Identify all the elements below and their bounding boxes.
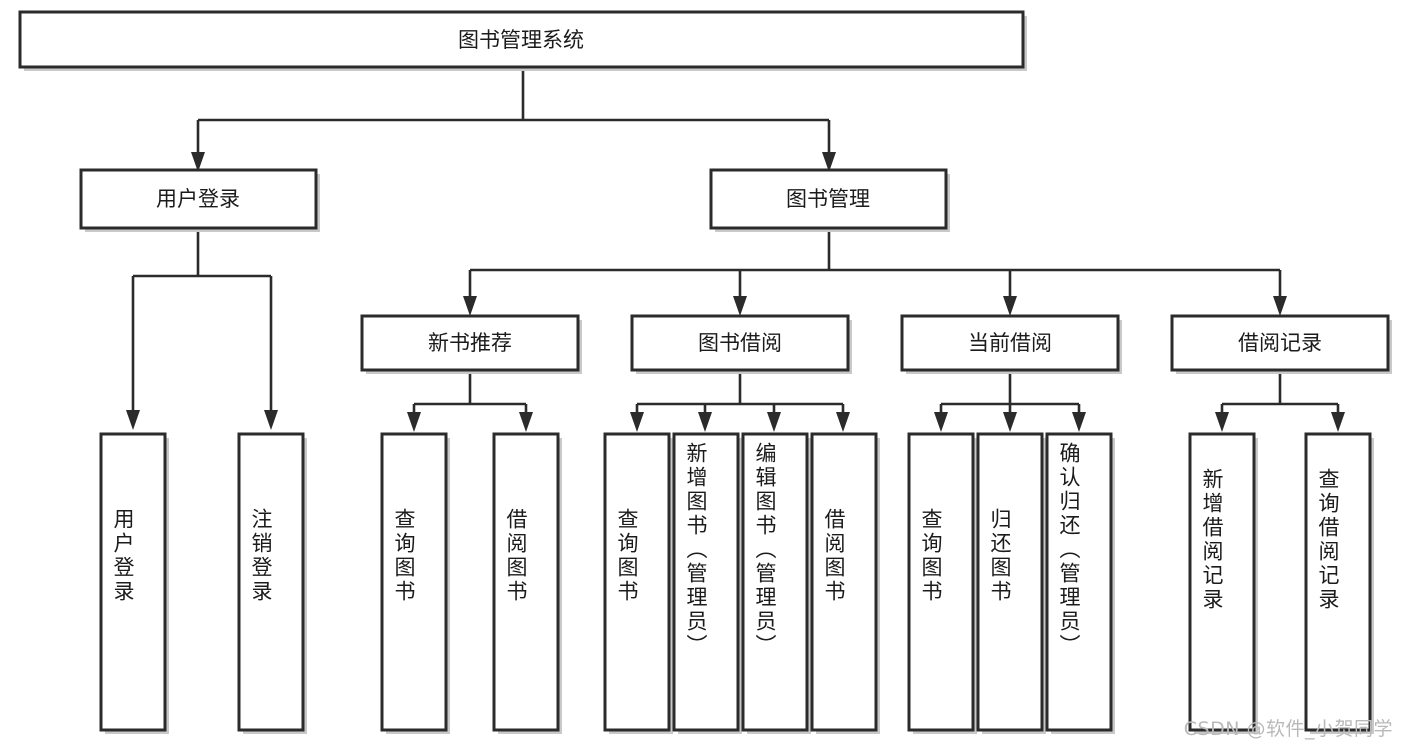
csdn-watermark: CSDN @软件_小贺同学 — [1183, 718, 1393, 740]
node-new-book-recommend[interactable]: 新书推荐 — [360, 314, 582, 374]
connector-book-manage-to-level3 — [463, 232, 1287, 316]
leaf-box-add-borrow-record[interactable] — [1188, 432, 1256, 732]
connector-book-borrow-to-leaves — [630, 374, 850, 432]
node-root-label: 图书管理系统 — [458, 28, 584, 52]
connector-new-book-to-leaves — [407, 374, 533, 432]
node-book-management[interactable]: 图书管理 — [709, 168, 950, 232]
connector-root-to-level2 — [191, 67, 836, 172]
connector-user-login-to-leaves — [126, 232, 278, 430]
node-borrow-record[interactable]: 借阅记录 — [1170, 314, 1392, 374]
node-current-borrow[interactable]: 当前借阅 — [900, 314, 1122, 374]
leaf-box-borrow-book-bb[interactable] — [810, 432, 878, 732]
node-root-book-management-system[interactable]: 图书管理系统 — [18, 10, 1027, 71]
leaf-box-group-book-borrow — [603, 432, 880, 734]
leaf-box-group-user-login — [99, 432, 307, 734]
node-book-borrow-label: 图书借阅 — [698, 331, 782, 355]
leaf-box-logout[interactable] — [237, 432, 305, 732]
leaf-box-group-borrow-record — [1188, 432, 1374, 734]
connector-current-borrow-to-leaves — [934, 374, 1086, 432]
leaf-box-query-book-nb[interactable] — [380, 432, 448, 732]
node-new-book-recommend-label: 新书推荐 — [428, 331, 512, 355]
leaf-box-borrow-book-nb[interactable] — [492, 432, 560, 732]
node-user-login[interactable]: 用户登录 — [79, 168, 320, 232]
leaf-box-edit-book[interactable] — [741, 432, 809, 732]
node-current-borrow-label: 当前借阅 — [968, 331, 1052, 355]
leaf-box-user-login[interactable] — [99, 432, 167, 732]
leaf-box-group-new-book-recommend — [380, 432, 562, 734]
leaf-box-return-book[interactable] — [976, 432, 1044, 732]
leaf-box-group-current-borrow — [907, 432, 1115, 734]
node-borrow-record-label: 借阅记录 — [1238, 331, 1322, 355]
node-book-borrow[interactable]: 图书借阅 — [630, 314, 852, 374]
leaf-box-confirm-return[interactable] — [1045, 432, 1113, 732]
leaf-box-query-book-bb[interactable] — [603, 432, 671, 732]
node-user-login-label: 用户登录 — [156, 187, 240, 211]
leaf-box-query-borrow-record[interactable] — [1304, 432, 1372, 732]
leaf-box-query-book-cb[interactable] — [907, 432, 975, 732]
connector-borrow-record-to-leaves — [1215, 374, 1345, 432]
leaf-box-add-book[interactable] — [672, 432, 740, 732]
node-book-management-label: 图书管理 — [786, 187, 870, 211]
